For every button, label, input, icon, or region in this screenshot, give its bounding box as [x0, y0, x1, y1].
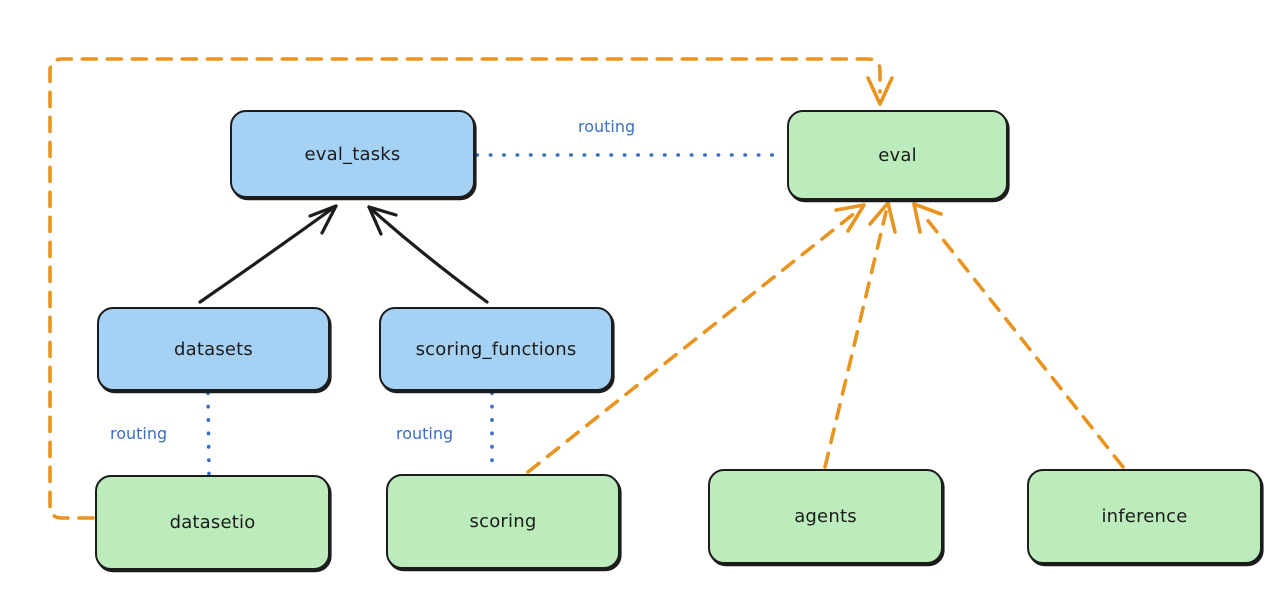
edge-label-routing-datasets: routing	[110, 424, 168, 443]
node-label-inference: inference	[1101, 506, 1188, 527]
node-eval[interactable]: eval	[787, 110, 1008, 200]
node-label-datasetio: datasetio	[169, 512, 256, 533]
edge-scoring_functions-to-eval_tasks	[367, 205, 489, 304]
edge-agents-to-eval	[823, 201, 897, 469]
edge-label-routing-scoring: routing	[396, 424, 454, 443]
edge-datasets-to-datasetio	[206, 391, 211, 476]
node-label-scoring: scoring	[469, 511, 537, 532]
node-inference[interactable]: inference	[1027, 469, 1262, 564]
node-datasets[interactable]: datasets	[97, 307, 330, 391]
edge-datasets-to-eval_tasks	[198, 204, 338, 304]
node-label-eval: eval	[878, 144, 917, 166]
edge-label-routing-eval: routing	[578, 117, 636, 136]
node-scoring[interactable]: scoring	[386, 474, 620, 569]
node-scoring-functions[interactable]: scoring_functions	[379, 307, 613, 391]
node-label-eval-tasks: eval_tasks	[304, 143, 401, 165]
node-agents[interactable]: agents	[708, 469, 943, 564]
node-datasetio[interactable]: datasetio	[95, 475, 330, 570]
node-label-scoring-functions: scoring_functions	[415, 338, 577, 360]
node-eval-tasks[interactable]: eval_tasks	[230, 110, 475, 198]
node-label-agents: agents	[794, 506, 857, 527]
edge-inference-to-eval	[912, 202, 1125, 469]
node-label-datasets: datasets	[173, 338, 254, 360]
